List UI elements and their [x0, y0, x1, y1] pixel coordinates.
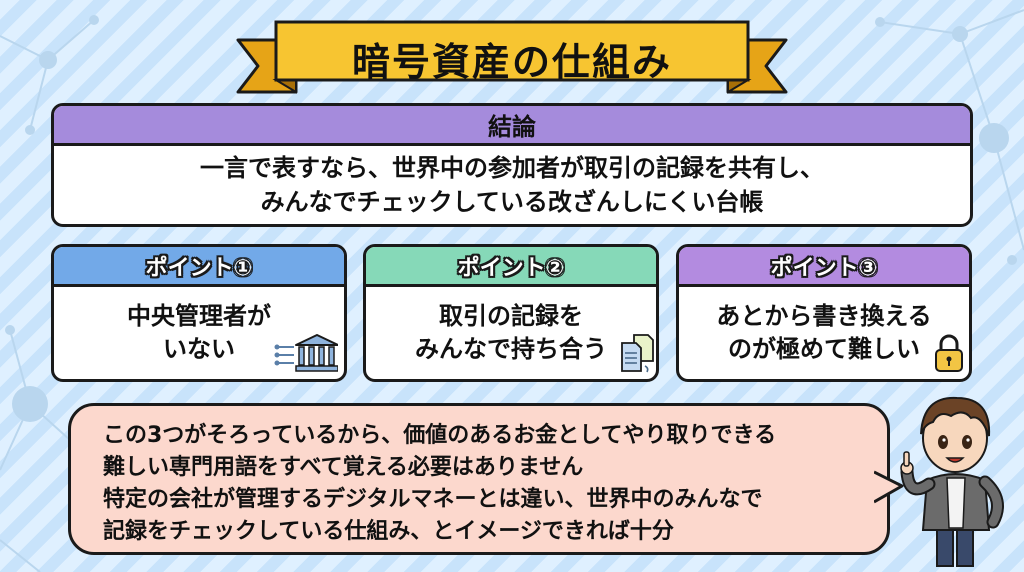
- conclusion-heading: 結論: [54, 106, 970, 146]
- conclusion-card: 結論 一言で表すなら、世界中の参加者が取引の記録を共有し、 みんなでチェックして…: [51, 103, 973, 227]
- point-body: あとから書き換える のが極めて難しい: [679, 287, 969, 379]
- bubble-line: 難しい専門用語をすべて覚える必要はありません: [103, 455, 584, 480]
- point-heading: ポイント①: [54, 247, 344, 287]
- speech-bubble: この3つがそろっているから、価値のあるお金としてやり取りできる 難しい専門用語を…: [68, 403, 890, 555]
- bank-network-icon: [274, 334, 338, 372]
- point-body: 中央管理者が いない: [54, 287, 344, 379]
- point-line: あとから書き換える: [716, 302, 932, 330]
- point-line: みんなで持ち合う: [415, 335, 607, 363]
- point-card-3: ポイント③ あとから書き換える のが極めて難しい: [676, 244, 972, 382]
- character-illustration: [900, 396, 1004, 567]
- conclusion-line: 一言で表すなら、世界中の参加者が取引の記録を共有し、: [200, 154, 824, 182]
- bubble-line: この3つがそろっているから、価値のあるお金としてやり取りできる: [103, 423, 777, 448]
- point-card-1: ポイント① 中央管理者が いない: [51, 244, 347, 382]
- point-body: 取引の記録を みんなで持ち合う: [366, 287, 656, 379]
- speech-bubble-tail: [874, 470, 904, 504]
- point-card-2: ポイント② 取引の記録を みんなで持ち合う: [363, 244, 659, 382]
- title-ribbon: 暗号資産の仕組み: [232, 10, 792, 106]
- bubble-line: 特定の会社が管理するデジタルマネーとは違い、世界中のみんなで: [103, 487, 763, 512]
- point-line: 取引の記録を: [439, 302, 583, 330]
- point-heading: ポイント③: [679, 247, 969, 287]
- conclusion-line: みんなでチェックしている改ざんしにくい台帳: [260, 188, 764, 216]
- padlock-icon: [935, 334, 963, 372]
- page-title: 暗号資産の仕組み: [351, 39, 672, 84]
- bubble-line: 記録をチェックしている仕組み、とイメージできれば十分: [103, 519, 674, 544]
- point-line: いない: [163, 335, 235, 363]
- conclusion-body: 一言で表すなら、世界中の参加者が取引の記録を共有し、 みんなでチェックしている改…: [54, 146, 970, 224]
- point-heading: ポイント②: [366, 247, 656, 287]
- shared-document-icon: [621, 334, 654, 373]
- point-line: 中央管理者が: [127, 302, 271, 330]
- point-line: のが極めて難しい: [728, 335, 920, 363]
